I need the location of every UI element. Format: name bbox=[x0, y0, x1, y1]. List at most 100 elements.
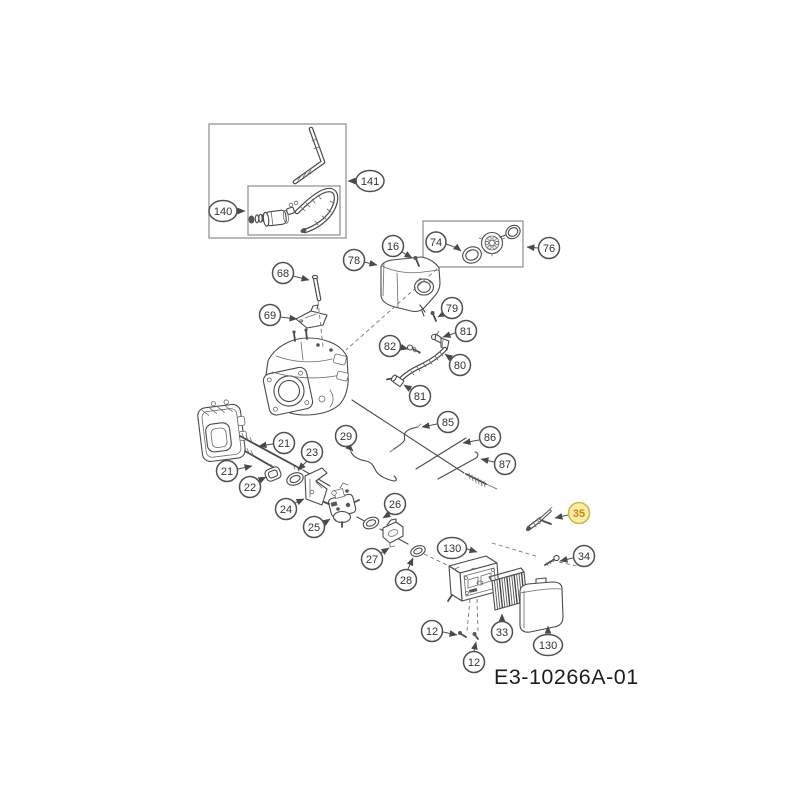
leader-12-left bbox=[442, 630, 458, 637]
svg-text:16: 16 bbox=[387, 241, 399, 253]
callout-76[interactable]: 76 bbox=[537, 236, 561, 260]
bolt-82 bbox=[406, 344, 421, 354]
callout-81-bottom[interactable]: 81 bbox=[408, 384, 432, 408]
screw-34 bbox=[544, 554, 560, 566]
svg-text:35: 35 bbox=[573, 508, 585, 520]
leader-23 bbox=[297, 460, 308, 471]
leader-69 bbox=[279, 314, 298, 322]
svg-text:12: 12 bbox=[426, 626, 438, 638]
baffle-plate-69 bbox=[295, 304, 328, 329]
svg-text:130: 130 bbox=[443, 543, 461, 555]
leader-81-bottom bbox=[403, 384, 413, 392]
leader-85 bbox=[421, 422, 438, 429]
svg-text:24: 24 bbox=[280, 504, 292, 516]
callout-12-bottom[interactable]: 12 bbox=[462, 650, 486, 674]
callout-86[interactable]: 86 bbox=[478, 425, 502, 449]
svg-text:81: 81 bbox=[460, 326, 472, 338]
leader-130-base bbox=[466, 546, 478, 554]
screw-79 bbox=[430, 311, 437, 322]
fuel-cap-parts bbox=[422, 220, 524, 268]
svg-text:34: 34 bbox=[578, 551, 590, 563]
svg-text:82: 82 bbox=[384, 341, 396, 353]
svg-text:28: 28 bbox=[400, 575, 412, 587]
screw-12-left bbox=[458, 631, 467, 638]
gasket-28 bbox=[410, 545, 426, 557]
callout-29[interactable]: 29 bbox=[334, 424, 358, 448]
svg-text:87: 87 bbox=[499, 459, 511, 471]
air-filter-element bbox=[488, 567, 528, 611]
leader-22 bbox=[257, 476, 267, 484]
callout-85[interactable]: 85 bbox=[436, 410, 460, 434]
screw-12-bottom bbox=[472, 632, 479, 640]
leader-82 bbox=[399, 343, 409, 351]
svg-text:74: 74 bbox=[430, 237, 442, 249]
svg-text:141: 141 bbox=[361, 176, 379, 188]
leader-81-top bbox=[442, 331, 456, 338]
svg-text:85: 85 bbox=[442, 417, 454, 429]
svg-text:25: 25 bbox=[308, 522, 320, 534]
svg-text:140: 140 bbox=[214, 206, 232, 218]
diagram-code: E3-10266A-01 bbox=[494, 665, 639, 689]
callout-130-cover[interactable]: 130 bbox=[532, 633, 564, 657]
svg-text:78: 78 bbox=[348, 255, 360, 267]
svg-text:29: 29 bbox=[340, 431, 352, 443]
callout-25[interactable]: 25 bbox=[302, 515, 326, 539]
callout-23[interactable]: 23 bbox=[300, 440, 324, 464]
svg-text:33: 33 bbox=[496, 627, 508, 639]
callout-34[interactable]: 34 bbox=[572, 544, 596, 568]
leader-28 bbox=[406, 557, 414, 570]
leader-34 bbox=[559, 556, 574, 563]
leader-68 bbox=[292, 274, 310, 282]
callout-68[interactable]: 68 bbox=[271, 261, 295, 285]
svg-text:12: 12 bbox=[468, 657, 480, 669]
callout-24[interactable]: 24 bbox=[274, 497, 298, 521]
svg-text:23: 23 bbox=[306, 447, 318, 459]
svg-text:68: 68 bbox=[277, 268, 289, 280]
breather-hose-kit bbox=[208, 123, 347, 239]
governor-rod-29 bbox=[349, 444, 397, 482]
assembly-guide-lines bbox=[317, 268, 578, 632]
callout-140[interactable]: 140 bbox=[208, 199, 238, 223]
callout-130-base[interactable]: 130 bbox=[436, 536, 468, 560]
heat-shield-24 bbox=[304, 467, 328, 506]
callout-79[interactable]: 79 bbox=[440, 296, 464, 320]
cylinder-head bbox=[197, 399, 248, 462]
control-rods bbox=[351, 399, 498, 490]
callout-141[interactable]: 141 bbox=[355, 169, 385, 193]
callout-35-highlighted[interactable]: 35 bbox=[567, 501, 591, 525]
callout-26[interactable]: 26 bbox=[383, 492, 407, 516]
engine-crankcase bbox=[262, 328, 349, 416]
callout-69[interactable]: 69 bbox=[258, 303, 282, 327]
svg-text:80: 80 bbox=[454, 360, 466, 372]
cap-gasket bbox=[462, 246, 482, 264]
leader-74 bbox=[445, 243, 462, 252]
callout-78[interactable]: 78 bbox=[342, 248, 366, 272]
callout-74[interactable]: 74 bbox=[425, 231, 447, 253]
callout-27[interactable]: 27 bbox=[360, 547, 384, 571]
callout-80[interactable]: 80 bbox=[448, 353, 472, 377]
callout-16[interactable]: 16 bbox=[381, 234, 405, 258]
svg-text:86: 86 bbox=[484, 432, 496, 444]
svg-text:76: 76 bbox=[543, 243, 555, 255]
leader-87 bbox=[480, 457, 495, 464]
air-cleaner-cover bbox=[519, 577, 564, 633]
callout-87[interactable]: 87 bbox=[493, 452, 517, 476]
callout-82[interactable]: 82 bbox=[378, 334, 402, 358]
svg-text:130: 130 bbox=[539, 640, 557, 652]
svg-text:26: 26 bbox=[389, 499, 401, 511]
callout-81-top[interactable]: 81 bbox=[454, 319, 478, 343]
callout-33[interactable]: 33 bbox=[490, 620, 514, 644]
callout-21-lower[interactable]: 21 bbox=[215, 459, 239, 483]
callout-12-left[interactable]: 12 bbox=[420, 619, 444, 643]
breather-tube-68 bbox=[311, 274, 322, 302]
callout-28[interactable]: 28 bbox=[394, 568, 418, 592]
fuel-cap bbox=[478, 231, 506, 257]
leader-21-lower bbox=[237, 464, 253, 471]
leader-35 bbox=[554, 513, 569, 520]
callout-21-upper[interactable]: 21 bbox=[272, 431, 296, 455]
svg-text:22: 22 bbox=[244, 482, 256, 494]
callout-22[interactable]: 22 bbox=[238, 475, 262, 499]
svg-text:21: 21 bbox=[221, 466, 233, 478]
